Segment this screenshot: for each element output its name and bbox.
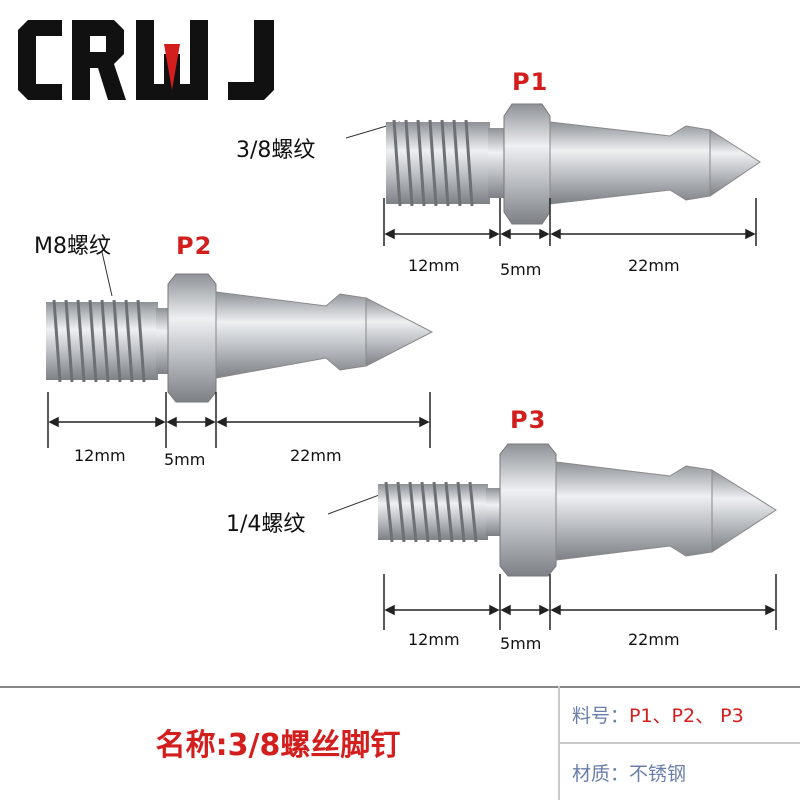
dim-thread-p3: 12mm: [408, 630, 460, 649]
dimension-lines-p1: [383, 198, 757, 246]
dim-hex-p3: 5mm: [500, 634, 542, 653]
dim-body-p2: 22mm: [290, 446, 342, 465]
dim-thread-p1: 12mm: [408, 256, 460, 275]
dim-hex-p2: 5mm: [164, 450, 206, 469]
stud-image-p3: [378, 443, 777, 577]
thread-label-p3: 1/4螺纹: [226, 512, 306, 537]
dim-body-p1: 22mm: [628, 256, 680, 275]
product-code-p1: P1: [512, 68, 549, 96]
brand-logo: [18, 20, 274, 100]
dim-thread-p2: 12mm: [74, 446, 126, 465]
spec-table-grid: [0, 686, 800, 800]
thread-label-p1: 3/8螺纹: [236, 138, 316, 163]
stud-image-p1: [386, 103, 761, 225]
material-label: 材质：: [572, 762, 630, 785]
dim-body-p3: 22mm: [628, 630, 680, 649]
stud-image-p2: [46, 273, 434, 403]
thread-label-p2: M8螺纹: [34, 234, 111, 259]
spec-table: 名称:3/8螺丝脚钉 料号： P1、P2、 P3 材质： 不锈钢: [0, 686, 800, 800]
product-code-p3: P3: [510, 406, 547, 434]
part-number-label: 料号：: [572, 704, 630, 727]
material-row: 材质： 不锈钢: [562, 744, 800, 800]
dimension-lines-p3: [383, 574, 777, 630]
product-name: 名称:3/8螺丝脚钉: [155, 728, 401, 763]
material-value: 不锈钢: [629, 762, 687, 785]
dim-hex-p1: 5mm: [500, 260, 542, 279]
part-number-row: 料号： P1、P2、 P3: [562, 686, 800, 742]
product-code-p2: P2: [176, 232, 213, 260]
dimension-lines-p2: [47, 392, 431, 448]
part-number-value: P1、P2、 P3: [629, 704, 744, 727]
